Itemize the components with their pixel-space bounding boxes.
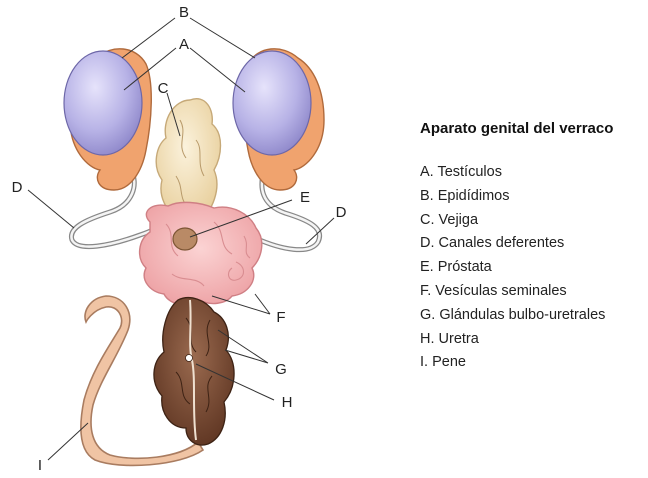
label-i: I <box>38 457 42 474</box>
urethra-opening <box>186 355 193 362</box>
legend-item-bulbourethral-glands: G. Glándulas bulbo-uretrales <box>420 304 646 328</box>
legend-item-epididymis: B. Epidídimos <box>420 185 646 209</box>
label-a: A <box>179 36 189 53</box>
legend-item-penis: I. Pene <box>420 351 646 375</box>
label-e: E <box>300 189 310 206</box>
leader-d-left <box>28 190 74 228</box>
label-f: F <box>276 309 285 326</box>
label-c: C <box>158 80 169 97</box>
label-d-left: D <box>12 179 23 196</box>
legend-title: Aparato genital del verraco <box>420 120 646 137</box>
legend-item-seminal-vesicles: F. Vesículas seminales <box>420 280 646 304</box>
legend-list: A. Testículos B. Epidídimos C. Vejiga D.… <box>420 161 646 375</box>
boar-reproductive-tract-diagram: B A C D D E F G H I <box>0 0 410 478</box>
testicle-right <box>233 51 311 155</box>
label-d-right: D <box>336 204 347 221</box>
prostate-shape <box>173 228 197 250</box>
legend-item-bladder: C. Vejiga <box>420 209 646 233</box>
legend-item-urethra: H. Uretra <box>420 328 646 352</box>
legend: Aparato genital del verraco A. Testículo… <box>420 120 646 375</box>
label-g: G <box>275 361 287 378</box>
legend-item-prostate: E. Próstata <box>420 256 646 280</box>
legend-item-vas-deferens: D. Canales deferentes <box>420 232 646 256</box>
legend-item-testicles: A. Testículos <box>420 161 646 185</box>
label-h: H <box>282 394 293 411</box>
label-b: B <box>179 4 189 21</box>
testicle-left <box>64 51 142 155</box>
